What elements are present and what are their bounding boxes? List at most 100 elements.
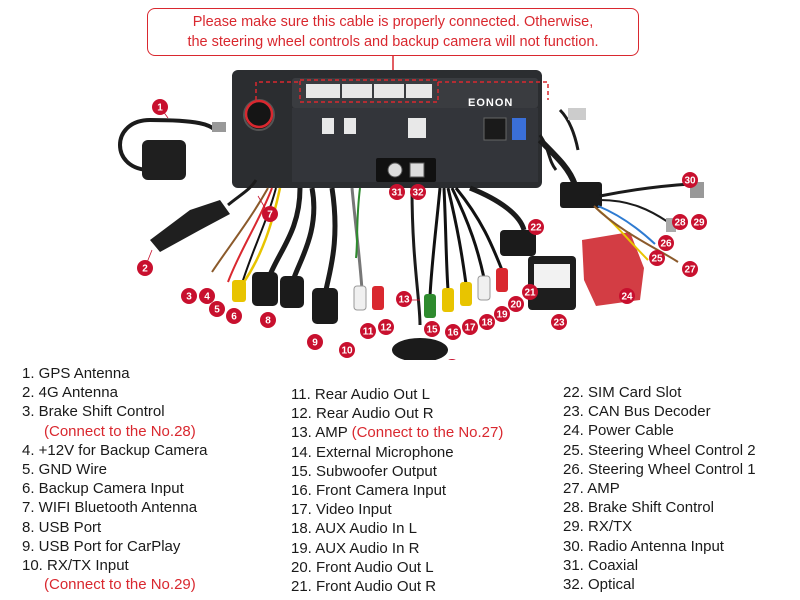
callout-9: 9 — [307, 334, 323, 350]
small-harness-cable — [538, 134, 558, 171]
microphone-cable — [410, 187, 422, 326]
callout-8: 8 — [260, 312, 276, 328]
coaxial-port — [387, 162, 403, 178]
usb-plug-2 — [280, 276, 304, 308]
svg-text:21: 21 — [524, 288, 536, 299]
gps-antenna-icon — [118, 117, 226, 180]
usb-cable-2 — [291, 187, 317, 279]
legend-item-3: 3. Brake Shift Control — [22, 403, 165, 421]
sim-card-slot-body — [500, 230, 536, 256]
harness-block — [560, 182, 602, 208]
callout-26: 26 — [658, 235, 674, 251]
svg-text:11: 11 — [363, 327, 374, 338]
svg-text:7: 7 — [267, 210, 273, 221]
callout-16: 16 — [445, 324, 461, 340]
callout-17: 17 — [462, 319, 478, 335]
rca-fan-cable-3 — [446, 187, 468, 285]
callout-28: 28 — [672, 214, 688, 230]
callout-13: 13 — [396, 291, 412, 307]
wire-red — [227, 187, 273, 283]
legend-item-2: 2. 4G Antenna — [22, 384, 118, 402]
svg-text:26: 26 — [660, 239, 672, 250]
legend-column-2: 11. Rear Audio Out L 12. Rear Audio Out … — [291, 385, 503, 596]
head-unit: EONON — [232, 70, 549, 188]
aux-wire-top — [558, 108, 580, 151]
svg-text:28: 28 — [674, 218, 686, 229]
svg-text:10: 10 — [341, 346, 353, 357]
4g-antenna-body — [150, 200, 230, 252]
harness-wire-5 — [593, 205, 679, 263]
svg-text:9: 9 — [312, 338, 318, 349]
svg-text:1: 1 — [157, 103, 163, 114]
callouts: 1 2 3 4 5 6 7 8 9 10 11 12 13 14 15 16 1… — [137, 99, 707, 360]
rca-yellow-backup — [232, 280, 246, 302]
optical-port — [409, 162, 425, 178]
port-small-1 — [322, 118, 334, 134]
port-blue — [512, 118, 526, 140]
legend-note-13: (Connect to the No.27) — [351, 424, 504, 442]
callout-10: 10 — [339, 342, 355, 358]
rca-fan-cable-4 — [450, 187, 486, 279]
legend-item-26: 26. Steering Wheel Control 1 — [563, 460, 756, 478]
wire-bundle-left — [211, 187, 282, 302]
svg-text:30: 30 — [684, 176, 696, 187]
power-cable-connector — [582, 232, 644, 306]
rca-video-in — [460, 282, 472, 306]
callout-24: 24 — [619, 288, 635, 304]
notice-line-2: the steering wheel controls and backup c… — [187, 34, 599, 50]
legend-item-19: 19. AUX Audio In R — [291, 539, 420, 557]
callout-27: 27 — [682, 261, 698, 277]
legend-item-15: 15. Subwoofer Output — [291, 462, 437, 480]
callout-2: 2 — [137, 260, 153, 276]
callout-15: 15 — [424, 321, 440, 337]
wire-yellow — [242, 187, 282, 283]
can-bus-decoder-icon — [528, 256, 576, 310]
legend-column-1: 1. GPS Antenna 2. 4G Antenna 3. Brake Sh… — [22, 364, 208, 594]
svg-text:16: 16 — [447, 328, 459, 339]
svg-text:15: 15 — [426, 325, 438, 336]
callout-4: 4 — [199, 288, 215, 304]
legend-item-10: 10. RX/TX Input — [22, 556, 129, 574]
callout-18: 18 — [479, 314, 495, 330]
callout-12: 12 — [378, 319, 394, 335]
connector-1 — [306, 84, 340, 98]
can-bus-decoder-label — [534, 264, 570, 288]
rca-fan-cable-1 — [428, 187, 442, 297]
callout-5: 5 — [209, 301, 225, 317]
legend-item-30: 30. Radio Antenna Input — [563, 537, 724, 555]
legend-item-29: 29. RX/TX — [563, 518, 633, 536]
microphone-icon — [392, 187, 448, 360]
svg-text:8: 8 — [265, 316, 271, 327]
connector-highlight-trace — [255, 81, 300, 100]
legend-item-11: 11. Rear Audio Out L — [291, 386, 430, 403]
legend-item-5: 5. GND Wire — [22, 460, 108, 478]
wiring-diagram: EONON — [118, 56, 707, 360]
svg-text:6: 6 — [231, 312, 237, 323]
svg-text:29: 29 — [693, 218, 705, 229]
connection-notice: Please make sure this cable is properly … — [147, 8, 639, 56]
rca-rear-left — [353, 285, 367, 311]
rca-subwoofer — [424, 294, 436, 318]
usb-plug-icon — [252, 187, 338, 324]
legend-item-8: 8. USB Port — [22, 518, 102, 536]
svg-text:25: 25 — [651, 254, 663, 265]
callout-21: 21 — [522, 284, 538, 300]
svg-text:22: 22 — [530, 223, 542, 234]
svg-text:20: 20 — [510, 300, 522, 311]
callout-32: 32 — [410, 184, 426, 200]
callout-25: 25 — [649, 250, 665, 266]
legend-item-21: 21. Front Audio Out R — [291, 577, 437, 595]
harness-wire-1 — [599, 182, 691, 198]
legend-item-12: 12. Rear Audio Out R — [291, 405, 434, 423]
rca-plug-icon — [350, 187, 384, 311]
microphone-body — [392, 338, 448, 360]
svg-text:32: 32 — [412, 188, 424, 199]
svg-text:2: 2 — [142, 264, 148, 275]
legend-item-17: 17. Video Input — [291, 501, 392, 519]
rca-front-camera — [442, 288, 454, 312]
legend-item-4: 4. +12V for Backup Camera — [22, 441, 208, 459]
svg-text:13: 13 — [398, 295, 410, 306]
callout-19: 19 — [494, 306, 510, 322]
connector-3 — [374, 84, 404, 98]
notice-line-1: Please make sure this cable is properly … — [192, 14, 594, 30]
